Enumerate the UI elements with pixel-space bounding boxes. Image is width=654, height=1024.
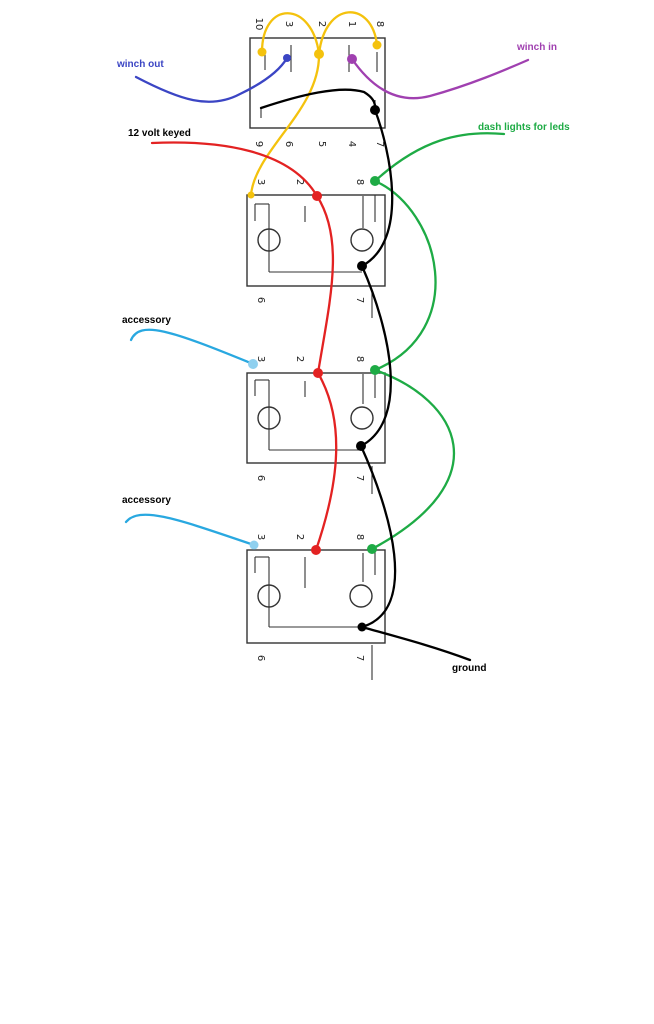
lightblue-wire-accessory-1 [129, 328, 255, 366]
rocker-switch-3: 3 2 8 6 7 [246, 534, 386, 680]
winch-pin-top-3: 2 [316, 21, 327, 27]
switch1-pin-6: 6 [255, 297, 266, 303]
switch2-pin-8: 8 [354, 356, 365, 362]
switch2-pin-6: 6 [255, 475, 266, 481]
blue-dot-winch-out [283, 54, 291, 62]
winch-pin-top-5: 8 [374, 21, 385, 27]
switch3-pin-7: 7 [354, 655, 365, 661]
switch3-pin-2: 2 [294, 534, 305, 540]
black-wire-switch2-to-switch3 [359, 444, 397, 629]
switch1-pin-7: 7 [354, 297, 365, 303]
green-wire-switch1-to-switch2 [373, 179, 437, 372]
lightblue-dot-switch2-pin3 [248, 359, 258, 369]
label-ground: ground [452, 663, 486, 674]
green-wire-switch2-to-switch3 [370, 368, 456, 551]
purple-wire-winch-in [350, 57, 530, 100]
lightblue-dot-switch3-pin3 [249, 540, 259, 550]
label-12-volt-keyed: 12 volt keyed [128, 128, 191, 139]
switch3-pin-8: 8 [354, 534, 365, 540]
yellow-dot-winch-pin10 [257, 47, 267, 57]
winch-pin-top-2: 3 [283, 21, 294, 27]
yellow-dot-winch-pin8 [372, 40, 382, 50]
label-winch-out: winch out [116, 59, 164, 70]
winch-pin-bottom-2: 6 [283, 141, 294, 147]
black-wire-winch-common [259, 88, 377, 112]
purple-dot-winch-in [347, 54, 357, 64]
black-wire-winch-to-switch1 [360, 108, 394, 268]
winch-pin-top-1: 10 [253, 18, 264, 31]
switch2-pin-7: 7 [354, 475, 365, 481]
switch3-pin-3: 3 [255, 534, 266, 540]
black-wire-switch1-to-switch2 [359, 264, 392, 448]
black-dot-switch1 [357, 261, 367, 271]
winch-pin-bottom-5: 7 [374, 141, 385, 147]
green-wire-dash-lights [373, 132, 506, 183]
switch2-pin-3: 3 [255, 356, 266, 362]
black-wire-ground [360, 625, 472, 662]
blue-wire-winch-out [134, 56, 289, 103]
label-accessory-2: accessory [122, 495, 171, 506]
switch1-pin-8: 8 [354, 179, 365, 185]
winch-pin-bottom-4: 4 [346, 141, 357, 147]
red-dot-switch2-pin2 [313, 368, 323, 378]
winch-pin-top-4: 1 [346, 21, 357, 27]
winch-pin-bottom-3: 5 [316, 141, 327, 147]
red-wire-switch1-to-switch2 [315, 194, 335, 375]
winch-pin-bottom-1: 9 [253, 141, 264, 147]
green-dot-switch1-pin8 [370, 176, 380, 186]
label-dash-lights: dash lights for leds [478, 122, 570, 133]
switch1-pin-3: 3 [255, 179, 266, 185]
red-wire-12v-keyed [150, 141, 319, 198]
black-dot-winch-pin7 [370, 105, 380, 115]
lightblue-wire-accessory-2 [124, 513, 256, 547]
black-dot-switch3 [357, 622, 367, 632]
yellow-dot-switch1-pin3 [247, 191, 255, 199]
switch3-pin-6: 6 [255, 655, 266, 661]
switch2-pin-2: 2 [294, 356, 305, 362]
green-dot-switch3-pin8 [367, 544, 377, 554]
rocker-switch-1: 3 2 8 6 7 [246, 179, 386, 318]
label-accessory-1: accessory [122, 315, 171, 326]
yellow-dot-winch-pin2 [314, 49, 324, 59]
green-dot-switch2-pin8 [370, 365, 380, 375]
black-dot-switch2 [356, 441, 366, 451]
red-wire-switch2-to-switch3 [314, 371, 338, 552]
switch1-pin-2: 2 [294, 179, 305, 185]
red-dot-switch1-pin2 [312, 191, 322, 201]
winch-switch: 10 3 2 1 8 9 6 5 4 7 [249, 18, 386, 147]
yellow-wire-jumper-1 [260, 12, 321, 56]
red-dot-switch3-pin2 [311, 545, 321, 555]
yellow-wire-jumper-2 [317, 11, 379, 56]
label-winch-in: winch in [516, 42, 557, 53]
yellow-wire-to-switch1 [249, 52, 321, 197]
